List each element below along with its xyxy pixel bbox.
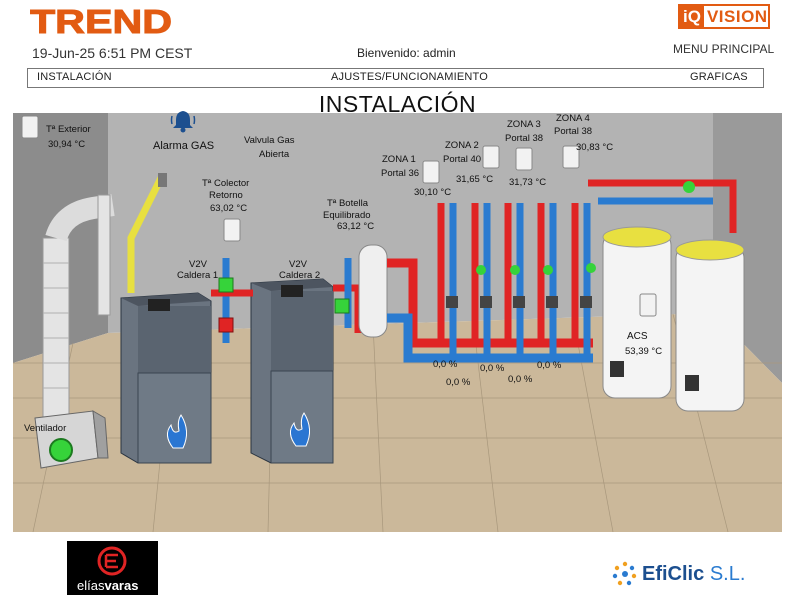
zone-1-sensor-icon [422,160,440,184]
zone-3-name: ZONA 3 [507,119,541,130]
gas-valve-label: Valvula Gas [244,135,295,146]
zone-1-temp: 30,10 °C [414,187,452,198]
elias-text: elías [77,578,105,593]
zone-4-temp: 30,83 °C [576,142,614,153]
zone-3-portal: Portal 38 [505,133,544,144]
zone-1-name: ZONA 1 [382,154,416,165]
outdoor-sensor-icon [21,115,39,139]
iq-vision-logo: iQ VISION [678,4,770,29]
eficlic-dots-icon [612,561,637,586]
zone-2-temp: 31,65 °C [456,174,494,185]
outdoor-temp-label: Tª Exterior [46,124,91,135]
gas-line [127,173,167,293]
elias-varas-logo: elíasvaras [67,541,158,595]
valve-percent-zone-2: 0,0 % [446,377,471,388]
nav-settings[interactable]: AJUSTES/FUNCIONAMIENTO [331,71,488,83]
elias-varas-emblem [97,546,127,576]
valve-percent-zone-5: 0,0 % [537,360,562,371]
v2v-boiler-2-line-1: V2V [289,259,307,270]
acs-temp-value: 53,39 °C [625,346,663,357]
boiler-1 [120,292,212,464]
nav-graphs[interactable]: GRAFICAS [690,71,748,83]
bottle-temp-label-1: Tª Botella [327,198,369,209]
zone-pumps [446,263,596,308]
fan-status-light [49,438,73,462]
zone-4-portal: Portal 38 [554,126,593,137]
bottle-temp-value: 63,12 °C [337,221,375,232]
fan-label: Ventilador [24,423,67,434]
zone-2-portal: Portal 40 [443,154,482,165]
back-wall [108,113,713,333]
zone-4-sensor-icon [562,145,580,169]
valve-percent-zone-3: 0,0 % [480,363,505,374]
boiler-2 [250,278,334,464]
zone-2-name: ZONA 2 [445,140,479,151]
timestamp: 19-Jun-25 6:51 PM CEST [32,45,193,61]
hydraulic-separator [358,244,593,363]
v2v-boiler-1-line-1: V2V [189,259,207,270]
collector-temp-value: 63,02 °C [210,203,248,214]
outdoor-temp-value: 30,94 °C [48,139,86,150]
elias-varas-text: elíasvaras [77,578,138,593]
acs-sensor-icon [639,293,657,317]
plant-room-scene: INSTALACIÓN Tª Exterior 30,94 °C Alarma … [13,91,782,532]
gas-alarm-bell-icon[interactable] [170,108,196,134]
bottle-temp-label-2: Equilibrado [323,210,371,221]
boiler-pipes [211,258,362,343]
zone-2-sensor-icon [482,145,500,169]
trend-logo-text: TREND [30,6,172,36]
collector-temp-label-1: Tª Colector [202,178,250,189]
valve-percent-zone-4: 0,0 % [508,374,533,385]
collector-temp-label-2: Retorno [209,190,243,201]
zone-4-name: ZONA 4 [556,113,590,124]
eficlic-text: EfiClic S.L. [642,563,745,586]
flame-icon-2 [290,412,310,447]
nav-bar: INSTALACIÓN AJUSTES/FUNCIONAMIENTO GRAFI… [27,68,764,88]
zone-manifold [437,179,737,358]
valve-percent-zone-1: 0,0 % [433,359,458,370]
gas-alarm-label[interactable]: Alarma GAS [153,140,215,152]
page-title: INSTALACIÓN [318,91,477,117]
trend-logo: TREND [30,6,173,36]
eficlic-logo: EfiClic S.L. [612,560,762,590]
nav-installation[interactable]: INSTALACIÓN [37,71,112,83]
zone-3-sensor-icon [515,147,533,171]
acs-label: ACS [627,331,648,342]
fan-unit [34,410,109,469]
welcome-message: Bienvenido: admin [357,46,456,60]
iq-logo-mark: iQ [680,6,704,27]
eficlic-name: EfiClic [642,563,705,585]
eficlic-suffix: S.L. [709,563,746,585]
v2v-boiler-2-line-2: Caldera 2 [279,270,321,281]
acs-tanks [602,181,745,412]
zone-3-temp: 31,73 °C [509,177,547,188]
main-menu-link[interactable]: MENU PRINCIPAL [673,42,775,56]
vision-logo-text: VISION [706,6,768,26]
flame-icon-1 [167,414,187,449]
collector-sensor-icon [223,218,241,242]
plant-room-drawing [13,113,782,532]
varas-text: varas [104,578,139,593]
v2v-boiler-1-line-2: Caldera 1 [177,270,219,281]
gas-valve-state: Abierta [259,149,290,160]
zone-1-portal: Portal 36 [381,168,420,179]
